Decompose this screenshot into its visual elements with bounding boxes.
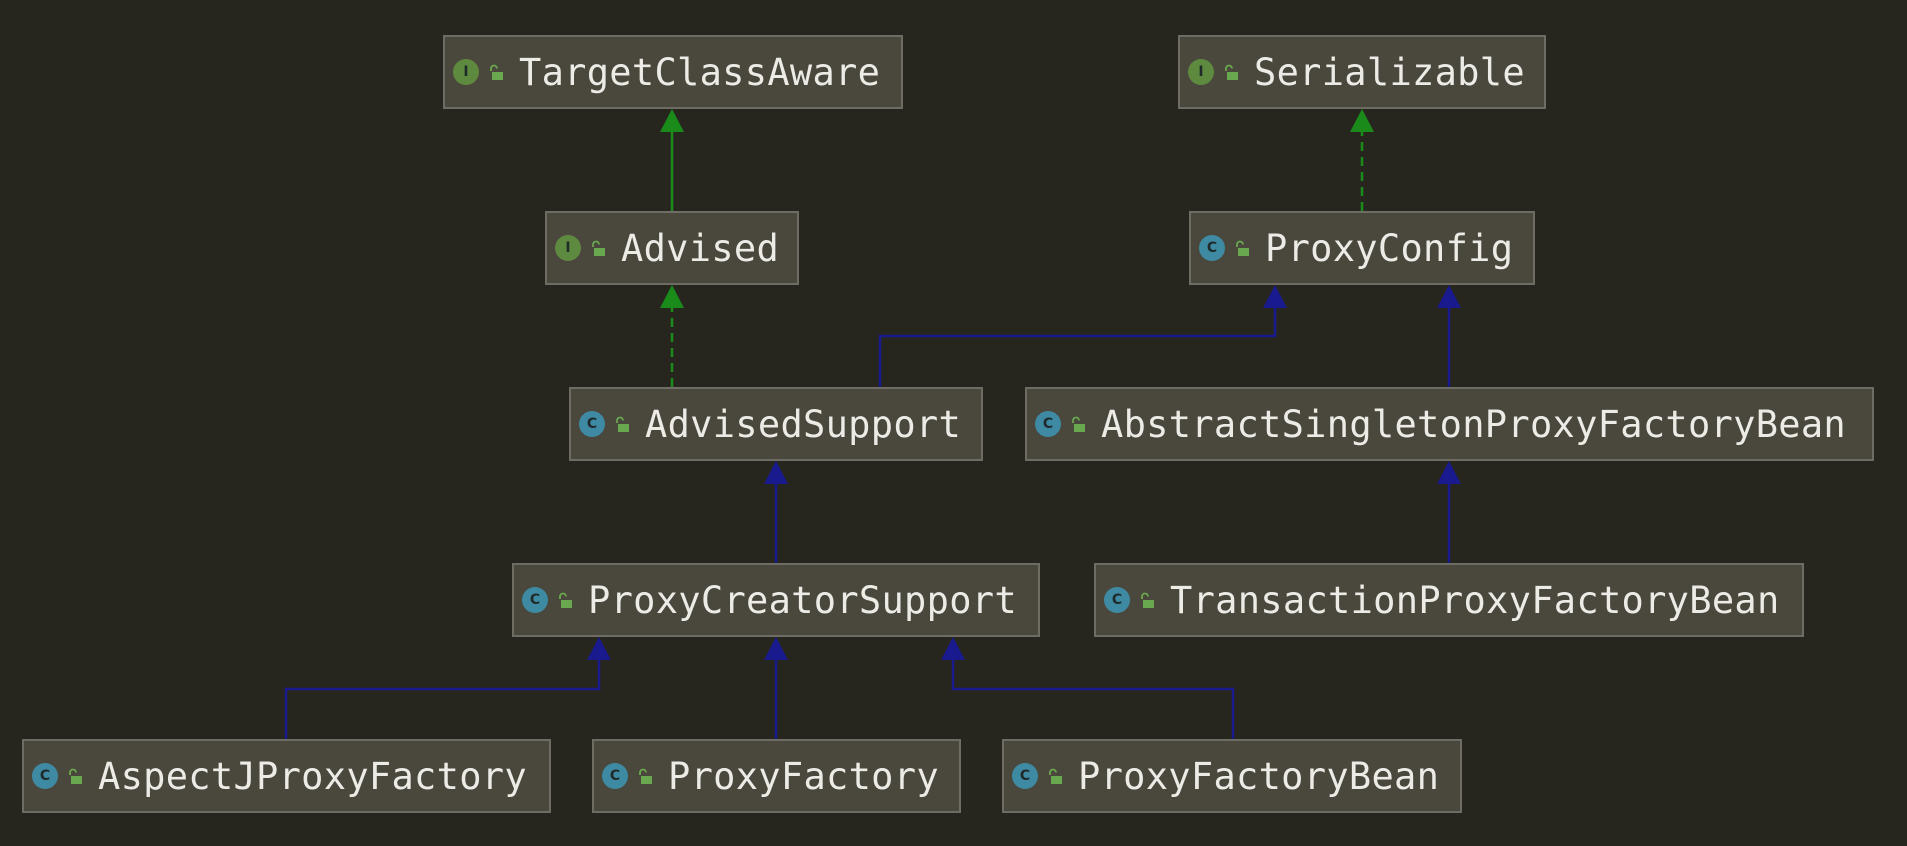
public-lock-icon: [634, 766, 656, 786]
node-AbstractSingletonProxyFactoryBean[interactable]: C AbstractSingletonProxyFactoryBean: [1025, 387, 1874, 461]
class-icon: C: [1104, 587, 1130, 613]
class-icon: C: [602, 763, 628, 789]
arrowhead-icon: [1350, 109, 1374, 132]
node-label: ProxyConfig: [1265, 226, 1514, 270]
node-ProxyFactoryBean[interactable]: C ProxyFactoryBean: [1002, 739, 1462, 813]
edge-ProxyFactory-to-ProxyCreatorSupport: [764, 637, 788, 739]
edge-TransactionProxyFactoryBean-to-AbstractSingletonProxyFactoryBean: [1437, 461, 1461, 563]
node-label: TransactionProxyFactoryBean: [1170, 578, 1780, 622]
edge-AdvisedSupport-to-Advised: [660, 285, 684, 387]
node-label: AspectJProxyFactory: [98, 754, 527, 798]
node-AspectJProxyFactory[interactable]: C AspectJProxyFactory: [22, 739, 551, 813]
arrowhead-icon: [941, 637, 965, 660]
public-lock-icon: [64, 766, 86, 786]
class-icon: C: [522, 587, 548, 613]
node-label: AdvisedSupport: [645, 402, 962, 446]
public-lock-icon: [1044, 766, 1066, 786]
edge-AbstractSingletonProxyFactoryBean-to-ProxyConfig: [1437, 285, 1461, 387]
node-Advised[interactable]: I Advised: [545, 211, 799, 285]
node-TransactionProxyFactoryBean[interactable]: C TransactionProxyFactoryBean: [1094, 563, 1804, 637]
node-TargetClassAware[interactable]: I TargetClassAware: [443, 35, 903, 109]
interface-icon: I: [1188, 59, 1214, 85]
node-label: ProxyCreatorSupport: [588, 578, 1017, 622]
abstract-class-icon: C: [1035, 411, 1061, 437]
class-icon: C: [32, 763, 58, 789]
arrowhead-icon: [587, 637, 611, 660]
edge-AdvisedSupport-to-ProxyConfig: [878, 285, 1287, 387]
arrowhead-icon: [660, 285, 684, 308]
edge-ProxyConfig-to-Serializable: [1350, 109, 1374, 211]
node-label: Advised: [621, 226, 780, 270]
node-AdvisedSupport[interactable]: C AdvisedSupport: [569, 387, 983, 461]
arrowhead-icon: [660, 109, 684, 132]
class-icon: C: [1012, 763, 1038, 789]
public-lock-icon: [554, 590, 576, 610]
public-lock-icon: [1136, 590, 1158, 610]
interface-icon: I: [555, 235, 581, 261]
node-ProxyCreatorSupport[interactable]: C ProxyCreatorSupport: [512, 563, 1040, 637]
node-label: ProxyFactoryBean: [1078, 754, 1440, 798]
arrowhead-icon: [1437, 285, 1461, 308]
public-lock-icon: [587, 238, 609, 258]
node-label: TargetClassAware: [519, 50, 881, 94]
node-ProxyFactory[interactable]: C ProxyFactory: [592, 739, 961, 813]
arrowhead-icon: [1437, 461, 1461, 484]
node-Serializable[interactable]: I Serializable: [1178, 35, 1546, 109]
node-ProxyConfig[interactable]: C ProxyConfig: [1189, 211, 1535, 285]
arrowhead-icon: [764, 637, 788, 660]
public-lock-icon: [611, 414, 633, 434]
arrowhead-icon: [764, 461, 788, 484]
node-label: AbstractSingletonProxyFactoryBean: [1101, 402, 1847, 446]
class-icon: C: [579, 411, 605, 437]
edge-ProxyFactoryBean-to-ProxyCreatorSupport: [941, 637, 1235, 739]
public-lock-icon: [1231, 238, 1253, 258]
node-label: ProxyFactory: [668, 754, 939, 798]
arrowhead-icon: [1263, 285, 1287, 308]
interface-icon: I: [453, 59, 479, 85]
node-label: Serializable: [1254, 50, 1525, 94]
public-lock-icon: [485, 62, 507, 82]
edge-ProxyCreatorSupport-to-AdvisedSupport: [764, 461, 788, 563]
class-icon: C: [1199, 235, 1225, 261]
edge-AspectJProxyFactory-to-ProxyCreatorSupport: [284, 637, 611, 739]
edge-Advised-to-TargetClassAware: [660, 109, 684, 211]
public-lock-icon: [1067, 414, 1089, 434]
public-lock-icon: [1220, 62, 1242, 82]
